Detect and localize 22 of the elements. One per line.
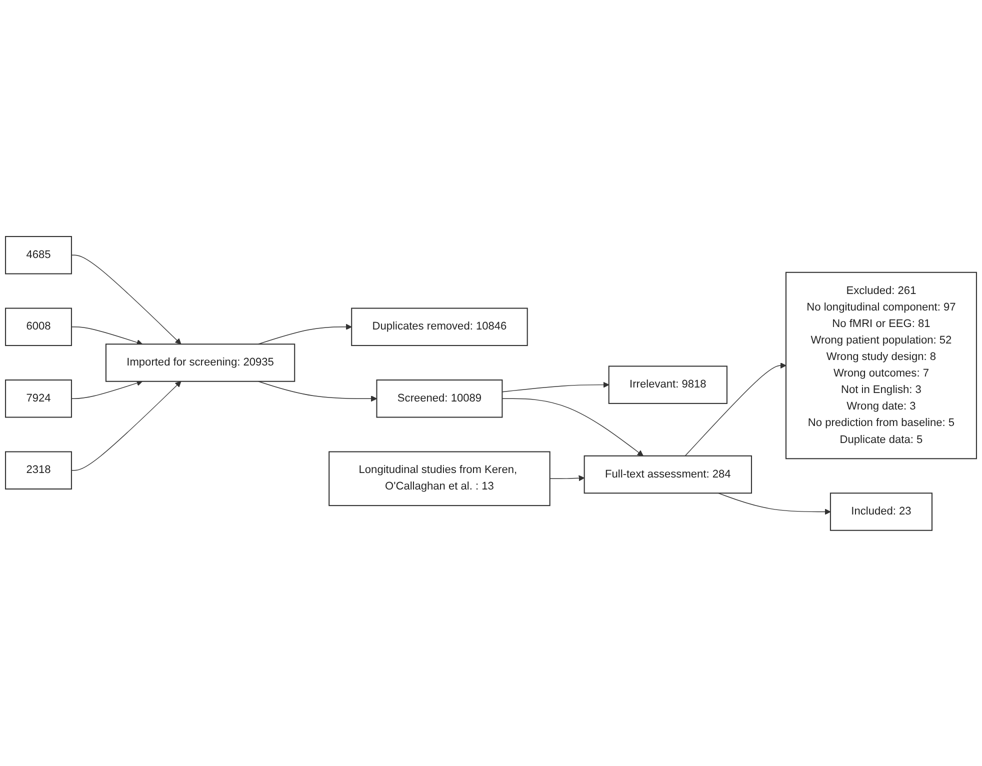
node-box: 4685 xyxy=(5,236,72,274)
node-box: Included: 23 xyxy=(830,492,932,530)
node-box: 7924 xyxy=(5,379,72,418)
node-box: 2318 xyxy=(5,450,72,490)
arrow xyxy=(71,380,182,470)
arrow xyxy=(502,398,644,456)
node-box: Imported for screening: 20935 xyxy=(105,343,296,382)
arrow xyxy=(684,362,786,456)
arrow xyxy=(71,254,182,344)
arrow xyxy=(502,381,610,392)
arrow xyxy=(71,326,143,345)
node-box: Full-text assessment: 284 xyxy=(584,454,752,494)
node-box: Excluded: 261 No longitudinal component: 97 No fMRI or EEG: 81 Wrong patient population: 52 Wrong study design: 8 Wrong outcomes: 7 Not in English: 3 Wrong date: 3 No prediction from baseline: 5 Duplicate data: 5 xyxy=(785,271,977,459)
arrow xyxy=(550,474,585,481)
node-box: Screened: 10089 xyxy=(376,379,503,418)
arrow xyxy=(71,380,143,399)
arrow xyxy=(258,380,378,402)
node-box: Longitudinal studies from Keren, O'Callaghan et al. : 13 xyxy=(328,450,550,506)
node-box: 6008 xyxy=(5,307,72,346)
node-box: Duplicates removed: 10846 xyxy=(351,307,528,346)
arrow xyxy=(718,492,831,514)
node-box: Irrelevant: 9818 xyxy=(608,365,728,404)
